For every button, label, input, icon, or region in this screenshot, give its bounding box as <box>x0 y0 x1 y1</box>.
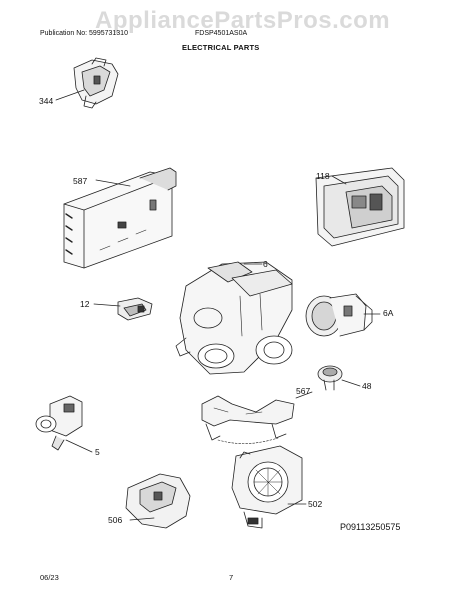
part-506-drawing[interactable] <box>125 473 191 529</box>
callout-5[interactable]: 5 <box>95 447 100 457</box>
part-344-drawing[interactable] <box>55 57 119 109</box>
part-587-drawing[interactable] <box>63 167 177 269</box>
footer-page-number: 7 <box>229 573 234 582</box>
callout-12[interactable]: 12 <box>80 299 90 309</box>
part-6A-drawing[interactable] <box>305 293 381 337</box>
callout-502[interactable]: 502 <box>308 499 323 509</box>
part-12-drawing[interactable] <box>93 297 153 321</box>
callout-344[interactable]: 344 <box>39 96 54 106</box>
part-5-drawing[interactable] <box>35 395 93 453</box>
diagram-id: P09113250575 <box>340 522 401 532</box>
part-48-drawing[interactable] <box>317 365 361 391</box>
part-118-drawing[interactable] <box>315 167 405 247</box>
callout-48[interactable]: 48 <box>362 381 372 391</box>
section-title: ELECTRICAL PARTS <box>182 43 260 52</box>
part-502-drawing[interactable] <box>231 445 307 529</box>
callout-587[interactable]: 587 <box>73 176 88 186</box>
part-567-drawing[interactable] <box>201 391 313 444</box>
publication-number: Publication No: 5995731310 <box>40 30 128 37</box>
footer-date: 06/23 <box>40 573 59 582</box>
callout-567[interactable]: 567 <box>296 386 311 396</box>
part-6-drawing[interactable] <box>175 261 293 375</box>
callout-6A[interactable]: 6A <box>383 308 394 318</box>
callout-6[interactable]: 6 <box>263 259 268 269</box>
model-number: FDSP4501AS0A <box>195 30 248 37</box>
callout-506[interactable]: 506 <box>108 515 123 525</box>
watermark-text: AppliancePartsPros.com <box>95 7 391 34</box>
callout-118[interactable]: 118 <box>316 171 330 181</box>
